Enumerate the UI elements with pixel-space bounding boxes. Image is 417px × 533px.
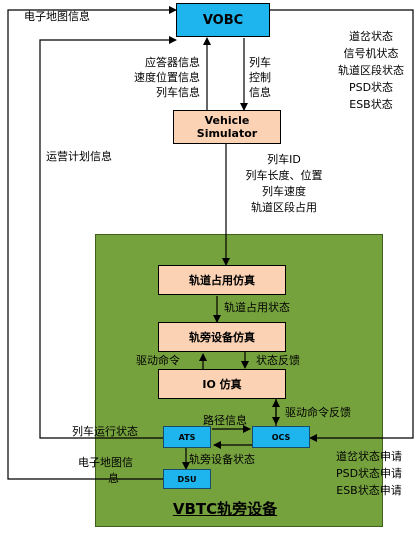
vehicle-simulator-line1: Vehicle <box>204 114 250 127</box>
label-track-section-status: 轨道区段状态 <box>338 64 404 77</box>
label-electronic-map-top: 电子地图信息 <box>24 10 90 23</box>
label-status-feedback: 状态反馈 <box>256 354 300 367</box>
label-train-control-line2: 控制 <box>249 71 271 84</box>
label-speed-position-info: 速度位置信息 <box>134 71 200 84</box>
label-track-section-occupancy: 轨道区段占用 <box>251 201 317 214</box>
label-train-running-status: 列车运行状态 <box>72 425 138 438</box>
vehicle-simulator-node: Vehicle Simulator <box>173 110 281 144</box>
ocs-node: OCS <box>252 426 310 448</box>
label-psd-status-request: PSD状态申请 <box>335 467 403 480</box>
label-requests-right: 道岔状态申请 PSD状态申请 ESB状态申请 <box>323 448 415 499</box>
label-wayside-equipment-status: 轨旁设备状态 <box>189 453 255 466</box>
wire-operation-plan-to-vobc <box>39 36 177 439</box>
wire-electronic-map-to-vobc <box>7 6 177 480</box>
dsu-node: DSU <box>163 469 211 489</box>
ats-node: ATS <box>163 426 211 448</box>
label-electronic-map-bottom-line2: 息 <box>108 472 119 485</box>
label-train-data: 列车ID 列车长度、位置 列车速度 轨道区段占用 <box>228 152 340 216</box>
label-esb-status-request: ESB状态申请 <box>336 484 402 497</box>
label-drive-command: 驱动命令 <box>136 354 180 367</box>
label-train-control-line3: 信息 <box>249 86 271 99</box>
region-title: VBTC轨旁设备 <box>172 500 278 518</box>
io-sim-node: IO 仿真 <box>158 369 286 399</box>
label-train-length-position: 列车长度、位置 <box>245 169 323 182</box>
label-train-speed: 列车速度 <box>262 185 306 198</box>
label-switch-status: 道岔状态 <box>349 30 393 43</box>
label-vobc-inputs: 应答器信息 速度位置信息 列车信息 <box>96 55 200 100</box>
label-signal-status: 信号机状态 <box>343 47 399 60</box>
label-track-occupancy-status: 轨道占用状态 <box>224 301 290 314</box>
label-drive-command-feedback: 驱动命令反馈 <box>285 406 351 419</box>
vehicle-simulator-line2: Simulator <box>196 127 258 140</box>
label-train-control-info: 列车 控制 信息 <box>249 55 271 100</box>
label-train-control-line1: 列车 <box>249 56 271 69</box>
label-operation-plan: 运营计划信息 <box>46 150 112 163</box>
label-status-right: 道岔状态 信号机状态 轨道区段状态 PSD状态 ESB状态 <box>328 28 414 113</box>
label-route-info: 路径信息 <box>203 414 247 427</box>
wayside-equipment-sim-node: 轨旁设备仿真 <box>158 322 286 352</box>
label-train-id: 列车ID <box>267 153 301 166</box>
label-electronic-map-bottom-line1: 电子地图信 <box>78 456 133 469</box>
label-switch-status-request: 道岔状态申请 <box>336 450 402 463</box>
label-balise-info: 应答器信息 <box>145 56 200 69</box>
label-electronic-map-bottom: 电子地图信 息 <box>78 455 133 487</box>
label-psd-status: PSD状态 <box>348 81 394 94</box>
wire-status-to-vobc <box>270 9 414 442</box>
vobc-node: VOBC <box>176 3 270 37</box>
label-train-info: 列车信息 <box>156 86 200 99</box>
track-occupancy-sim-node: 轨道占用仿真 <box>158 265 286 295</box>
label-esb-status: ESB状态 <box>349 98 393 111</box>
